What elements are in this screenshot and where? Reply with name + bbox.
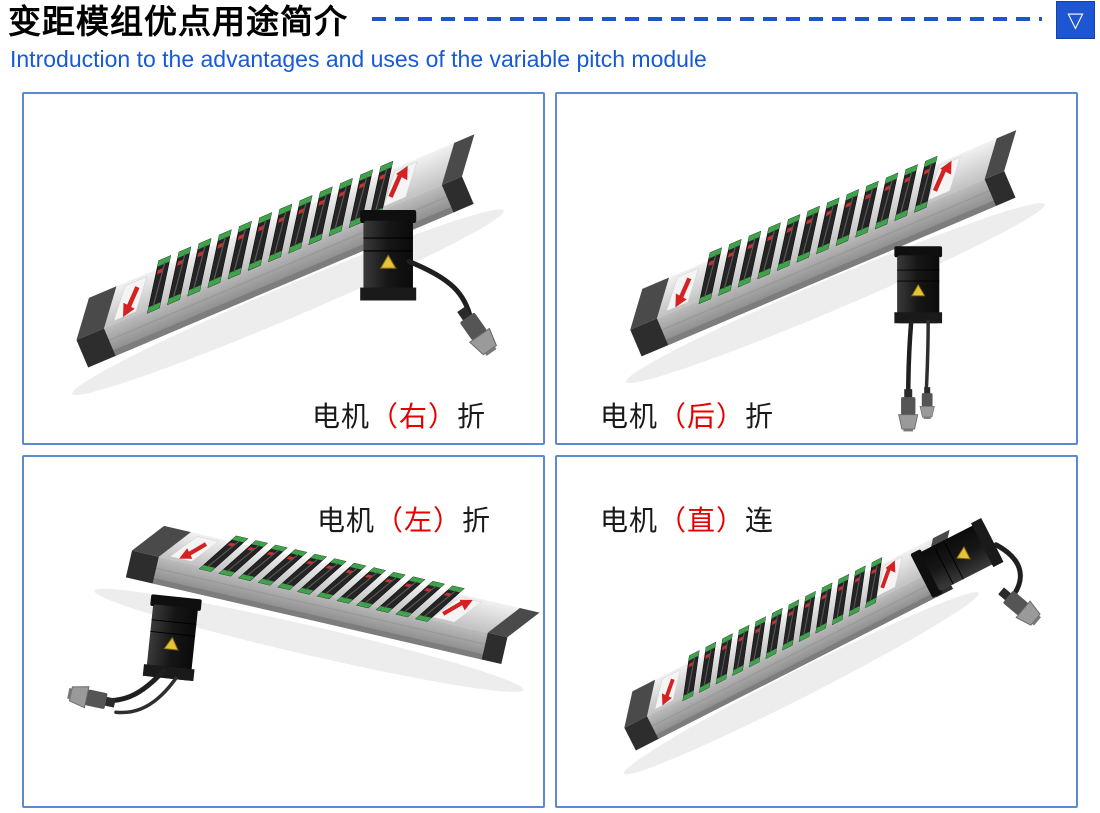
panel-motor-right-fold: 电机（右）折 <box>22 92 545 445</box>
panel-caption: 电机（后）折 <box>600 395 774 435</box>
panel-caption: 电机（左）折 <box>317 499 491 539</box>
module-variants-grid: 电机（右）折 电机（后）折 <box>22 92 1078 808</box>
module-image-motor-rear-fold-icon <box>557 94 1045 432</box>
caption-text: 折 <box>462 505 492 536</box>
caption-highlight: （后） <box>658 401 746 432</box>
caption-text: 连 <box>745 505 775 536</box>
caption-highlight: （右） <box>370 401 458 432</box>
panel-motor-rear-fold: 电机（后）折 <box>555 92 1078 445</box>
caption-highlight: （左） <box>375 505 463 536</box>
page-title: 变距模组优点用途简介 <box>8 3 348 40</box>
panel-caption: 电机（直）连 <box>600 499 774 539</box>
caption-text: 电机 <box>600 505 659 536</box>
caption-text: 电机 <box>312 401 371 432</box>
panel-motor-direct-connect: 电机（直）连 <box>555 455 1078 808</box>
caption-highlight: （直） <box>658 505 746 536</box>
page-subtitle: Introduction to the advantages and uses … <box>10 46 707 72</box>
caption-text: 电机 <box>600 401 659 432</box>
collapse-button[interactable]: ▽ <box>1056 1 1095 39</box>
caption-text: 折 <box>457 401 487 432</box>
title-dash-divider <box>372 17 1042 21</box>
module-image-motor-direct-connect-icon <box>557 517 1045 775</box>
panel-caption: 电机（右）折 <box>312 395 486 435</box>
panel-motor-left-fold: 电机（左）折 <box>22 455 545 808</box>
caption-text: 折 <box>745 401 775 432</box>
module-image-motor-right-fold-icon <box>24 94 504 395</box>
module-image-motor-left-fold-icon <box>65 457 543 715</box>
triangle-down-icon: ▽ <box>1067 8 1084 32</box>
caption-text: 电机 <box>317 505 376 536</box>
